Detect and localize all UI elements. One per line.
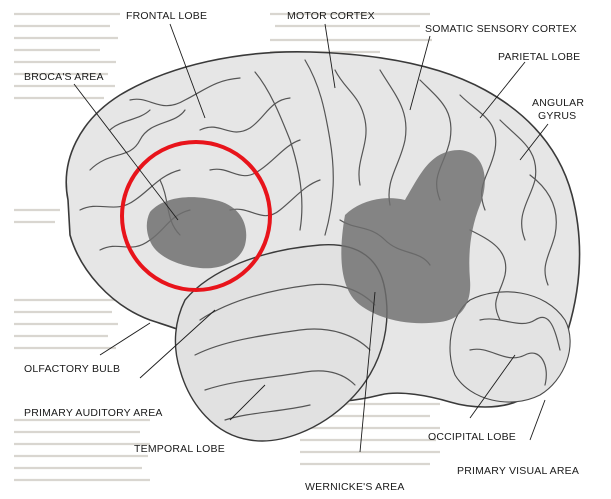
label-primary-visual-area: PRIMARY VISUAL AREA <box>457 465 579 477</box>
label-wernickes-area: WERNICKE'S AREA <box>305 481 405 493</box>
label-brocas-area: BROCA'S AREA <box>24 71 104 83</box>
label-angular-gyrus-1: ANGULAR <box>532 97 584 109</box>
label-occipital-lobe: OCCIPITAL LOBE <box>428 431 516 443</box>
label-motor-cortex: MOTOR CORTEX <box>287 10 375 22</box>
label-frontal-lobe: FRONTAL LOBE <box>126 10 207 22</box>
label-somatic-sensory-cortex: SOMATIC SENSORY CORTEX <box>425 23 577 35</box>
label-parietal-lobe: PARIETAL LOBE <box>498 51 580 63</box>
label-angular-gyrus-2: GYRUS <box>538 110 576 122</box>
label-olfactory-bulb: OLFACTORY BULB <box>24 363 120 375</box>
label-primary-auditory-area: PRIMARY AUDITORY AREA <box>24 407 163 419</box>
label-temporal-lobe: TEMPORAL LOBE <box>134 443 225 455</box>
occipital-region <box>450 292 570 402</box>
